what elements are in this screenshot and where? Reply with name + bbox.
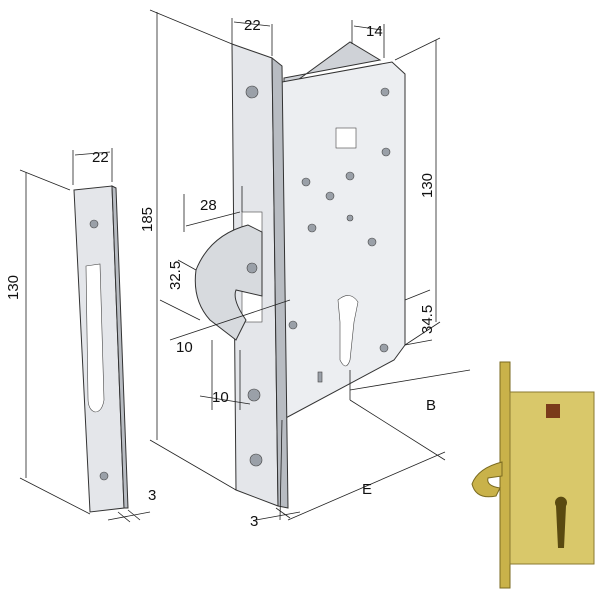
strike-height-label: 130 <box>5 275 22 300</box>
backset-b-label: B <box>426 397 436 414</box>
faceplate-width-label: 22 <box>244 17 261 34</box>
strike-thickness-label: 3 <box>148 487 156 504</box>
dimension-lines <box>149 9 471 521</box>
hook-height-label: 32.5 <box>167 261 184 290</box>
strike-plate <box>19 148 151 523</box>
lock-photo <box>471 361 595 589</box>
faceplate-thickness-label: 3 <box>250 513 258 530</box>
lock-body <box>281 41 406 421</box>
hook-offset-label-1: 10 <box>176 339 193 356</box>
cylinder-center-label: 34.5 <box>419 305 436 334</box>
hook-offset-label-2: 10 <box>212 389 229 406</box>
strike-width-label: 22 <box>92 149 109 166</box>
body-height-label: 130 <box>419 173 436 198</box>
hook-width-label: 28 <box>200 197 217 214</box>
faceplate-height-label: 185 <box>139 207 156 232</box>
body-depth-label: 14 <box>366 23 383 40</box>
hook-bolt <box>194 224 263 341</box>
backset-e-label: E <box>362 481 372 498</box>
